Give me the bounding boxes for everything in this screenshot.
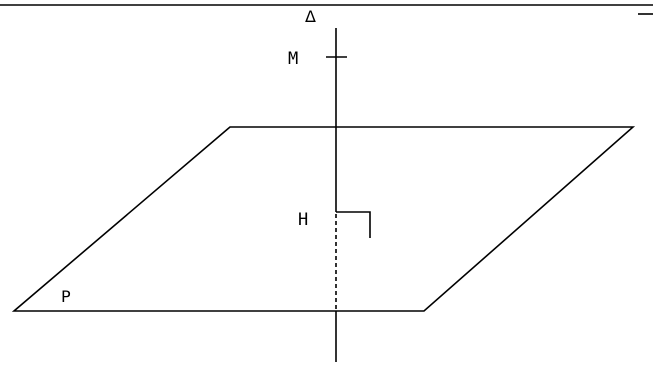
right-angle-marker (336, 211, 371, 238)
label-plane-p: P (61, 287, 71, 306)
plane-p (11, 126, 636, 312)
label-line-delta: Δ (305, 7, 316, 26)
label-point-h: H (298, 210, 308, 230)
label-point-m: M (288, 49, 298, 69)
